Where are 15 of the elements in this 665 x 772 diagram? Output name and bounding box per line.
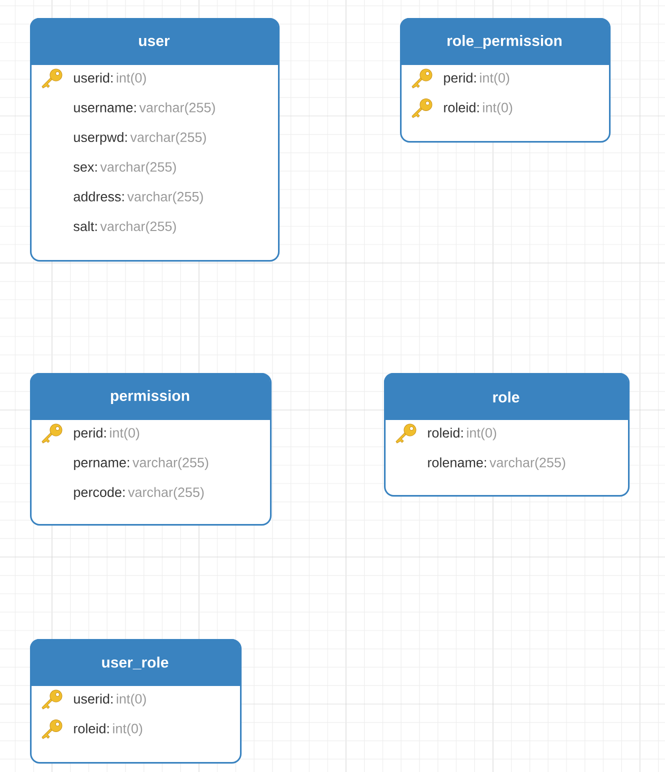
- field-row: address: varchar(255): [74, 192, 203, 204]
- field-row: perid: int(0): [444, 72, 510, 86]
- field-row: roleid: int(0): [428, 428, 496, 440]
- field-row: userid: int(0): [74, 72, 146, 86]
- field-row: roleid: int(0): [444, 102, 512, 115]
- field-row: userpwd: varchar(255): [74, 132, 206, 145]
- field-row: salt: varchar(255): [74, 221, 176, 234]
- field-row: username: varchar(255): [74, 102, 215, 115]
- field-row: rolename: varchar(255): [428, 457, 566, 470]
- field-row: sex: varchar(255): [74, 162, 176, 174]
- field-row: userid: int(0): [74, 694, 146, 706]
- field-row: pername: varchar(255): [74, 457, 208, 470]
- field-row: roleid: int(0): [74, 723, 142, 736]
- field-row: percode: varchar(255): [74, 487, 204, 500]
- field-row: perid: int(0): [74, 428, 140, 440]
